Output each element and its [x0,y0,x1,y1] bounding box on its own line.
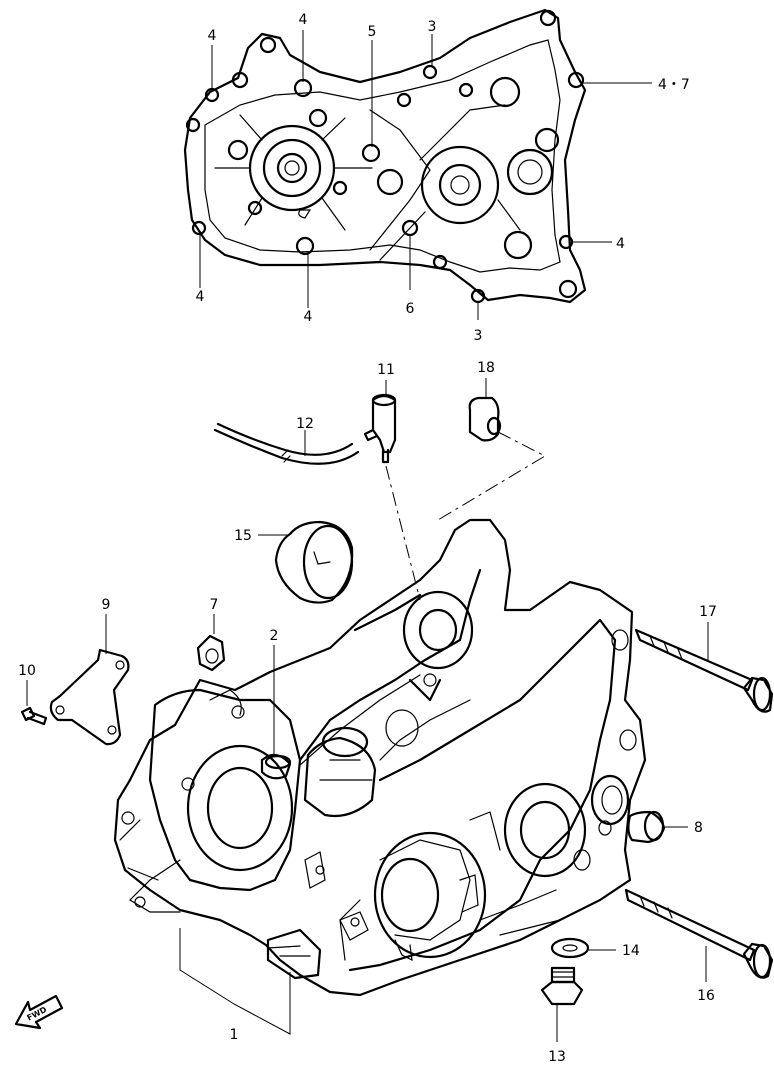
callout-3-bottom: 3 [474,328,483,344]
grommet [468,378,502,442]
callout-4-top: 4 [299,12,308,28]
callout-18: 18 [477,360,495,376]
callout-8: 8 [694,820,703,836]
bracket [49,614,130,746]
callout-13: 13 [548,1049,566,1065]
callout-14: 14 [622,943,640,959]
callout-4-top-left: 4 [208,28,217,44]
dowel-pin [260,645,292,780]
nut [196,614,226,672]
bearing [258,520,354,604]
callout-7: 7 [210,597,219,613]
callout-6: 6 [406,301,415,317]
bushing [627,810,688,844]
callout-labels: 4 4 5 3 4・7 4 4 4 6 3 11 18 12 15 9 7 2 … [18,12,717,1065]
crankcase-gasket [183,8,587,304]
callout-10: 10 [18,663,36,679]
callout-11: 11 [377,362,395,378]
washer [550,937,616,959]
fwd-arrow-icon [14,994,64,1030]
screw [20,680,48,726]
callout-4-bottom: 4 [304,309,313,325]
callout-2: 2 [270,628,279,644]
callout-16: 16 [697,988,715,1004]
breather-fitting [363,380,397,464]
callout-3-top: 3 [428,19,437,35]
callout-4-bottom-left: 4 [196,289,205,305]
crankcase [113,518,647,997]
bolt-long-lower [624,888,774,982]
assembly-lines [385,431,547,601]
callout-15: 15 [234,528,252,544]
bolt-long-upper [634,622,774,713]
drain-bolt [540,966,584,1042]
callout-1-bracket [179,928,291,1035]
callout-5: 5 [368,24,377,40]
gasket-leader-lines [199,30,652,320]
callout-1: 1 [230,1027,239,1043]
breather-hose [213,422,360,465]
callout-9: 9 [102,597,111,613]
callout-17: 17 [699,604,717,620]
callout-4-right: 4 [616,236,625,252]
callout-4-7: 4・7 [658,77,690,93]
callout-12: 12 [296,416,314,432]
